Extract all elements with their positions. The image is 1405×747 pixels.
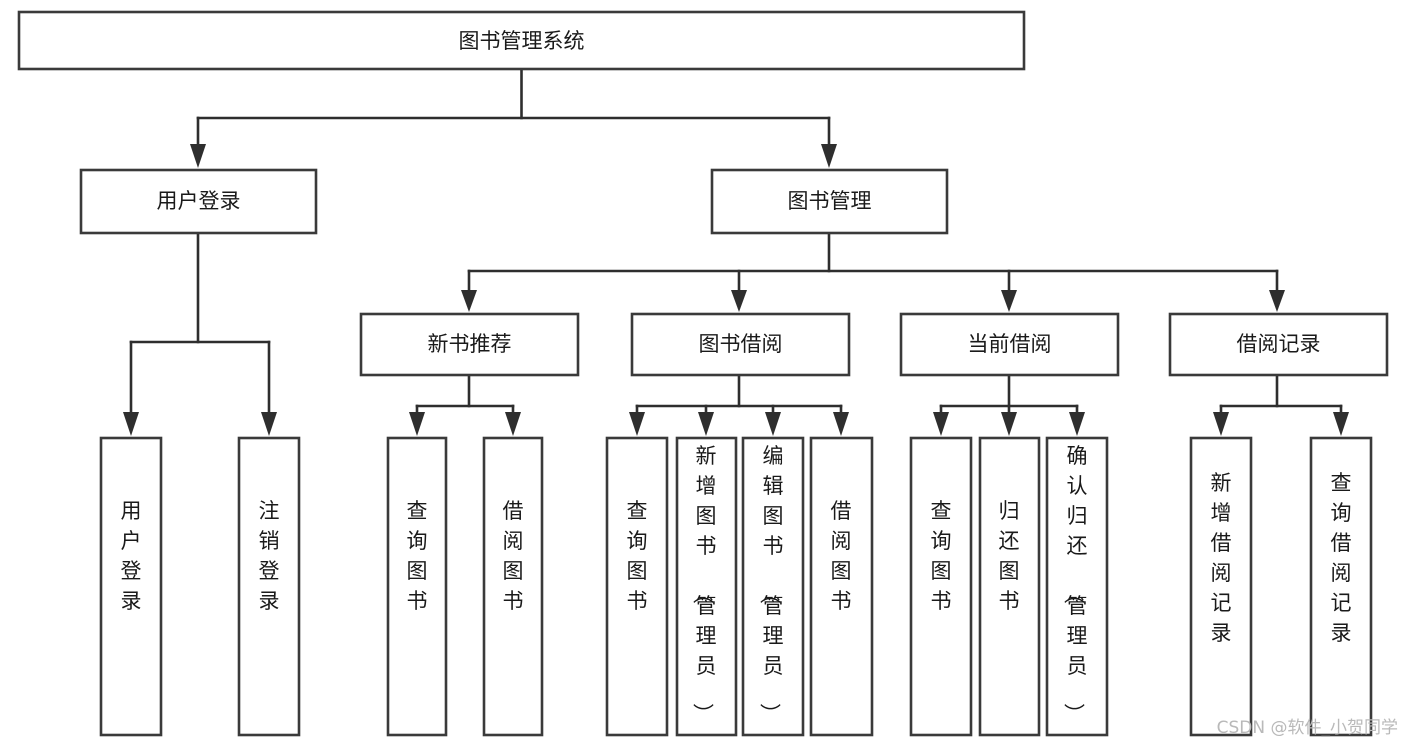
- node-box-new-book-rec[interactable]: [359, 312, 580, 377]
- node-label-current-borrow: 当前借阅: [968, 332, 1052, 356]
- node-label-user-login: 用户登录: [157, 189, 241, 213]
- node-leaf-user-login[interactable]: 用户登录: [99, 436, 163, 737]
- node-box-leaf-borrow-book-1[interactable]: [482, 436, 544, 737]
- node-leaf-query-book-2[interactable]: 查询图书: [605, 436, 669, 737]
- arrowhead-leaf-query-book-3: [933, 412, 949, 436]
- arrowhead-leaf-borrow-book-1: [505, 412, 521, 436]
- node-label-leaf-borrow-book-1: 借阅图书: [503, 499, 524, 613]
- node-label-new-book-rec: 新书推荐: [428, 332, 512, 356]
- node-leaf-query-book-3[interactable]: 查询图书: [909, 436, 973, 737]
- arrowhead-book-manage: [821, 144, 837, 168]
- arrowhead-book-borrow: [731, 290, 747, 312]
- node-leaf-edit-book[interactable]: 编辑图书（管理员）: [741, 436, 805, 737]
- node-label-borrow-record: 借阅记录: [1237, 332, 1321, 356]
- node-label-book-borrow: 图书借阅: [699, 332, 783, 356]
- node-label-book-manage: 图书管理: [788, 189, 872, 213]
- arrowhead-leaf-query-book-1: [409, 412, 425, 436]
- connector-layer: [123, 67, 1349, 436]
- node-box-leaf-edit-book[interactable]: [741, 436, 805, 737]
- node-current-borrow[interactable]: 当前借阅: [899, 312, 1120, 377]
- arrowhead-leaf-user-login: [123, 412, 139, 436]
- node-label-leaf-edit-book: 编辑图书（管理员）: [758, 444, 784, 724]
- arrowhead-leaf-edit-book: [765, 412, 781, 436]
- arrowhead-user-login: [190, 144, 206, 168]
- node-leaf-add-record[interactable]: 新增借阅记录: [1189, 436, 1253, 737]
- node-label-leaf-user-login: 用户登录: [121, 499, 142, 613]
- node-label-leaf-add-book: 新增图书（管理员）: [691, 444, 717, 724]
- node-label-leaf-query-record: 查询借阅记录: [1331, 471, 1352, 645]
- node-box-user-login[interactable]: [79, 168, 318, 235]
- node-label-leaf-confirm-return: 确认归还（管理员）: [1062, 444, 1088, 724]
- node-box-leaf-query-book-3[interactable]: [909, 436, 973, 737]
- arrowhead-borrow-record: [1269, 290, 1285, 312]
- node-user-login[interactable]: 用户登录: [79, 168, 318, 235]
- node-label-leaf-logout: 注销登录: [259, 499, 280, 613]
- arrowhead-leaf-add-record: [1213, 412, 1229, 436]
- arrowhead-leaf-borrow-book-2: [833, 412, 849, 436]
- node-box-leaf-query-record[interactable]: [1309, 436, 1373, 737]
- arrowhead-leaf-add-book: [698, 412, 714, 436]
- node-label-leaf-borrow-book-2: 借阅图书: [831, 499, 852, 613]
- node-box-leaf-confirm-return[interactable]: [1045, 436, 1109, 737]
- arrowhead-new-book-rec: [461, 290, 477, 312]
- node-label-leaf-query-book-3: 查询图书: [931, 499, 952, 613]
- node-label-root: 图书管理系统: [459, 29, 585, 53]
- node-leaf-borrow-book-2[interactable]: 借阅图书: [809, 436, 874, 737]
- node-box-leaf-add-book[interactable]: [675, 436, 738, 737]
- node-borrow-record[interactable]: 借阅记录: [1168, 312, 1389, 377]
- node-leaf-return-book[interactable]: 归还图书: [978, 436, 1041, 737]
- node-box-book-borrow[interactable]: [630, 312, 851, 377]
- node-leaf-borrow-book-1[interactable]: 借阅图书: [482, 436, 544, 737]
- node-leaf-add-book[interactable]: 新增图书（管理员）: [675, 436, 738, 737]
- arrowhead-leaf-return-book: [1001, 412, 1017, 436]
- node-book-borrow[interactable]: 图书借阅: [630, 312, 851, 377]
- node-leaf-logout[interactable]: 注销登录: [237, 436, 301, 737]
- node-box-leaf-query-book-1[interactable]: [386, 436, 448, 737]
- node-box-root[interactable]: [17, 10, 1026, 71]
- arrowhead-leaf-confirm-return: [1069, 412, 1085, 436]
- arrowhead-leaf-query-book-2: [629, 412, 645, 436]
- node-box-leaf-user-login[interactable]: [99, 436, 163, 737]
- node-label-leaf-return-book: 归还图书: [999, 499, 1020, 613]
- node-label-leaf-query-book-2: 查询图书: [627, 499, 648, 613]
- csdn-watermark: CSDN @软件_小贺同学: [1217, 718, 1398, 738]
- node-leaf-confirm-return[interactable]: 确认归还（管理员）: [1045, 436, 1109, 737]
- node-leaf-query-book-1[interactable]: 查询图书: [386, 436, 448, 737]
- arrowhead-leaf-query-record: [1333, 412, 1349, 436]
- node-box-leaf-add-record[interactable]: [1189, 436, 1253, 737]
- arrowhead-leaf-logout: [261, 412, 277, 436]
- node-box-leaf-borrow-book-2[interactable]: [809, 436, 874, 737]
- arrowhead-current-borrow: [1001, 290, 1017, 312]
- node-box-leaf-logout[interactable]: [237, 436, 301, 737]
- node-box-leaf-return-book[interactable]: [978, 436, 1041, 737]
- node-new-book-rec[interactable]: 新书推荐: [359, 312, 580, 377]
- node-book-manage[interactable]: 图书管理: [710, 168, 949, 235]
- node-root[interactable]: 图书管理系统: [17, 10, 1026, 71]
- node-label-leaf-query-book-1: 查询图书: [407, 499, 428, 613]
- node-box-leaf-query-book-2[interactable]: [605, 436, 669, 737]
- node-box-current-borrow[interactable]: [899, 312, 1120, 377]
- node-box-book-manage[interactable]: [710, 168, 949, 235]
- node-box-borrow-record[interactable]: [1168, 312, 1389, 377]
- node-leaf-query-record[interactable]: 查询借阅记录: [1309, 436, 1373, 737]
- node-label-leaf-add-record: 新增借阅记录: [1211, 471, 1232, 645]
